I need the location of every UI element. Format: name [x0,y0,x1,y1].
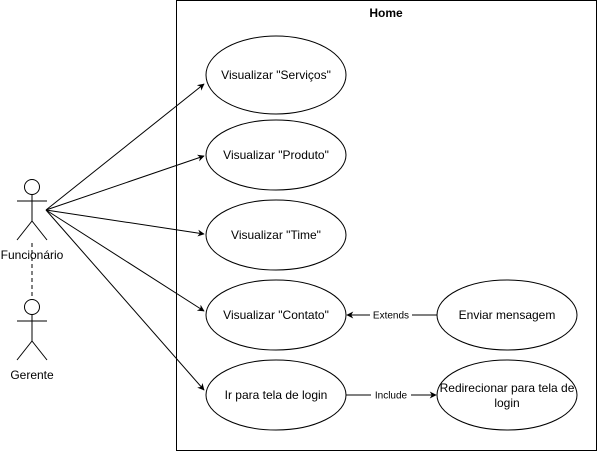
relation-include: Include [346,388,437,402]
actor-head-icon [24,179,40,195]
use-case-time-label: Visualizar "Time" [231,228,321,242]
actor-head-icon [24,299,40,315]
use-case-login[interactable]: Ir para tela de login [205,359,347,431]
association-time [45,209,205,237]
actor-funcionario[interactable] [16,179,48,241]
use-case-servicos[interactable]: Visualizar "Serviços" [205,35,347,115]
system-title: Home [369,6,403,20]
use-case-enviar-mensagem-label: Enviar mensagem [459,308,556,322]
actor-funcionario-label: Funcionário [1,248,64,262]
use-case-contato-label: Visualizar "Contato" [223,308,329,322]
use-case-servicos-label: Visualizar "Serviços" [221,68,331,82]
association-lines [45,83,205,391]
use-case-redirecionar-label-line2: login [494,396,519,410]
relation-extends: Extends [346,308,437,322]
use-case-login-label: Ir para tela de login [225,388,328,402]
use-case-produto[interactable]: Visualizar "Produto" [205,119,347,191]
use-case-redirecionar-label-line1: Redirecionar para tela de [440,381,575,395]
relation-include-label: Include [375,391,408,402]
association-produto [45,154,205,211]
actor-gerente[interactable] [16,299,48,361]
relation-extends-label: Extends [373,311,409,322]
use-case-produto-label: Visualizar "Produto" [223,148,329,162]
use-case-redirecionar[interactable]: Redirecionar para tela de login [436,359,578,431]
association-servicos [45,83,205,211]
actor-gerente-label: Gerente [10,368,54,382]
association-contato [45,209,205,312]
use-case-enviar-mensagem[interactable]: Enviar mensagem [436,279,578,351]
use-case-time[interactable]: Visualizar "Time" [205,199,347,271]
use-case-contato[interactable]: Visualizar "Contato" [205,279,347,351]
association-login [45,209,205,391]
